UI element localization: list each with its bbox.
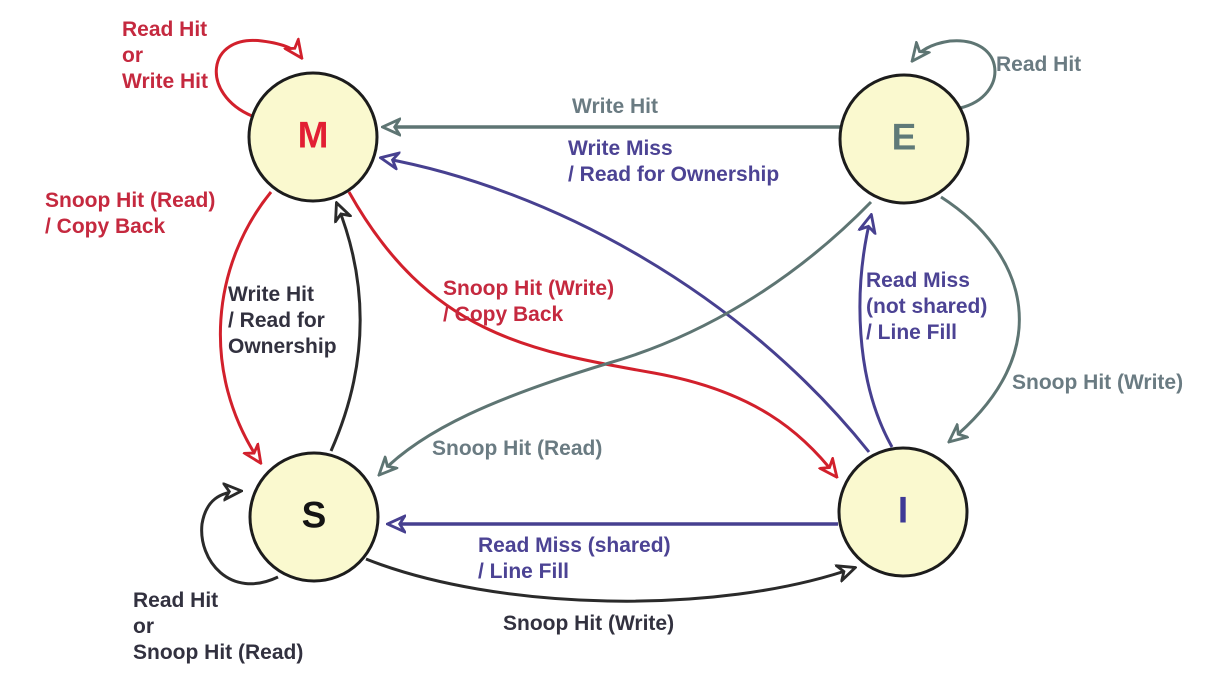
edge-label-m-to-i: Snoop Hit (Write) / Copy Back [443, 277, 615, 326]
edge-label-i-to-s: Read Miss (shared) / Line Fill [478, 534, 671, 583]
state-label-s: S [301, 494, 327, 536]
state-node-i [837, 446, 969, 578]
edge-label-e-to-i: Snoop Hit (Write) [1012, 371, 1184, 394]
edge-label-e-to-m: Write Hit [572, 95, 658, 118]
edge-label-e-self: Read Hit [996, 53, 1082, 76]
edge-s-self-loop [200, 491, 279, 586]
edge-e-self-loop [913, 39, 997, 110]
state-label-i: I [897, 489, 909, 531]
edge-label-m-to-s: Snoop Hit (Read) / Copy Back [45, 189, 216, 238]
edge-m-to-s [218, 191, 273, 462]
edge-m-self-loop [214, 40, 301, 118]
nodes [247, 71, 970, 583]
edge-s-to-i [365, 557, 854, 603]
edge-label-i-to-m: Write Miss / Read for Ownership [568, 137, 780, 186]
edge-e-to-s [380, 200, 873, 474]
edge-label-s-to-m: Write Hit / Read for Ownership [228, 283, 337, 358]
edge-m-to-i [347, 191, 836, 476]
state-node-m [247, 71, 379, 203]
edge-label-i-to-e: Read Miss (not shared) / Line Fill [866, 269, 988, 344]
edge-label-s-to-i: Snoop Hit (Write) [503, 612, 675, 635]
state-label-m: M [297, 114, 329, 156]
edge-i-to-e [860, 216, 894, 448]
edge-label-m-self: Read Hit or Write Hit [122, 18, 208, 93]
edge-i-to-m [382, 158, 871, 453]
edge-label-s-self: Read Hit or Snoop Hit (Read) [133, 589, 304, 664]
edge-s-to-m [329, 204, 362, 452]
edge-e-to-i [940, 195, 1021, 441]
state-node-s [248, 451, 380, 583]
state-node-e [838, 73, 970, 205]
edge-label-e-to-s: Snoop Hit (Read) [432, 437, 603, 460]
state-label-e: E [891, 116, 917, 158]
edges [200, 39, 1021, 603]
